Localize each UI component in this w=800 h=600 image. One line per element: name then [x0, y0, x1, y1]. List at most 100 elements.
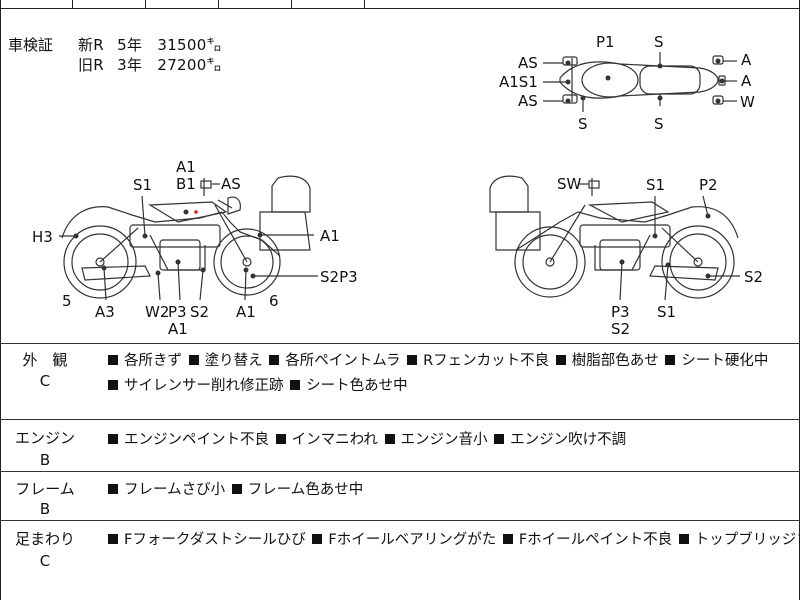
diagram-label: P3 — [168, 303, 187, 321]
defect-item: 樹脂部色あせ — [571, 353, 659, 369]
reg-amount: 31500㌔ — [157, 36, 222, 54]
diagram-label: P3 — [611, 303, 630, 321]
diagram-label: A1 — [176, 158, 196, 176]
top-table-row — [0, 0, 800, 9]
diagram-label: S1 — [657, 303, 677, 321]
section-name: フレーム — [15, 480, 75, 498]
bullet-square — [108, 534, 118, 544]
bullet-square — [555, 355, 566, 365]
diagram-label: 6 — [269, 292, 279, 310]
motorcycle-damage-diagram — [59, 52, 740, 301]
bullet-square — [108, 355, 118, 365]
bullet-square — [494, 434, 505, 444]
diagram-label: A — [741, 72, 752, 90]
defect-line: エンジンペイント不良 インマニわれ エンジン音小 エンジン吹け不調 — [106, 428, 626, 449]
bullet-square — [269, 355, 280, 365]
bullet-square — [231, 484, 242, 494]
diagram-label: S2P3 — [320, 268, 358, 286]
bullet-square — [678, 534, 689, 544]
bullet-square — [290, 380, 301, 390]
bullet-square — [312, 534, 323, 544]
diagram-label: A1 — [236, 303, 256, 321]
diagram-label: W — [740, 93, 755, 111]
section-name: 足まわり — [14, 530, 75, 548]
defect-item: エンジンペイント不良 — [124, 432, 269, 448]
right-side-motorcycle — [489, 175, 740, 301]
defect-item: Fホイールベアリングがた — [328, 532, 497, 548]
bullet-square — [407, 355, 418, 365]
reg-years: 3年 — [117, 56, 143, 74]
diagram-label: S1 — [646, 176, 666, 194]
registration-line-old: 旧R 3年 27200㌔ — [78, 54, 222, 75]
diagram-label: S2 — [744, 268, 764, 286]
diagram-label: H3 — [32, 228, 53, 246]
section-name: エンジン — [14, 429, 75, 447]
defect-item: シート色あせ中 — [306, 378, 408, 394]
diagram-label: W2 — [145, 303, 170, 321]
defect-item: シート硬化中 — [681, 353, 769, 369]
diagram-label: A3 — [95, 303, 115, 321]
diagram-label: A1S1 — [499, 73, 538, 91]
diagram-label: S — [654, 33, 664, 51]
defect-item: インマニわれ — [291, 432, 378, 448]
section-divider — [0, 520, 800, 521]
bullet-square — [502, 534, 513, 544]
diagram-label: B1 — [176, 175, 196, 193]
defect-item: サイレンサー削れ修正跡 — [124, 378, 284, 394]
defect-item: フレーム色あせ中 — [247, 482, 364, 498]
defect-item: Fフォークダストシールひび — [124, 532, 306, 548]
defect-item: エンジン音小 — [400, 432, 488, 448]
diagram-label: SW — [557, 175, 582, 193]
section-divider — [0, 471, 800, 472]
defect-item: 各所ペイントムラ — [285, 353, 401, 369]
defect-item: 塗り替え — [204, 353, 263, 369]
section-grade: B — [39, 500, 51, 518]
top-row-divider — [145, 0, 146, 8]
top-row-divider — [364, 0, 365, 8]
top-row-divider — [218, 0, 219, 8]
diagram-label: S2 — [190, 303, 210, 321]
diagram-label: S1 — [133, 176, 153, 194]
diagram-label: A1 — [168, 320, 188, 338]
defect-line: Fフォークダストシールひび Fホイールベアリングがた Fホイールペイント不良 ト… — [106, 528, 800, 549]
bullet-square — [188, 355, 199, 365]
bullet-square — [384, 434, 395, 444]
top-row-divider — [72, 0, 73, 8]
diagram-label: S2 — [611, 320, 631, 338]
left-side-motorcycle — [59, 175, 318, 301]
defect-line: サイレンサー削れ修正跡 シート色あせ中 — [106, 374, 408, 395]
diagram-label: P1 — [596, 33, 615, 51]
section-grade: B — [39, 451, 51, 469]
diagram-label: A — [741, 51, 752, 69]
diagram-label: 5 — [62, 292, 72, 310]
bullet-square — [275, 434, 286, 444]
section-divider — [0, 343, 800, 344]
registration-line-new: 新R 5年 31500㌔ — [78, 34, 222, 55]
reg-years: 5年 — [117, 36, 143, 54]
defect-item: 各所きず — [124, 353, 182, 369]
defect-line: 各所きず 塗り替え 各所ペイントムラ Rフェンカット不良 樹脂部色あせ シート硬… — [106, 349, 768, 370]
bullet-square — [108, 434, 118, 444]
defect-item: フレームさび小 — [124, 482, 226, 498]
top-row-divider — [291, 0, 292, 8]
defect-item: Fホイールペイント不良 — [518, 532, 673, 548]
diagram-label: AS — [221, 175, 241, 193]
bullet-square — [108, 380, 118, 390]
section-grade: C — [39, 552, 51, 570]
defect-item: Rフェンカット不良 — [423, 353, 550, 369]
diagram-label: S — [654, 115, 664, 133]
diagram-label: S — [578, 115, 588, 133]
defect-line: フレームさび小 フレーム色あせ中 — [106, 478, 363, 499]
bullet-square — [108, 484, 118, 494]
diagram-label: P2 — [699, 176, 718, 194]
diagram-label: AS — [518, 54, 538, 72]
defect-item: エンジン吹け不調 — [510, 432, 627, 448]
diagram-label: A1 — [320, 227, 340, 245]
section-grade: C — [39, 372, 51, 390]
top-view-motorcycle — [543, 52, 737, 112]
section-name: 外 観 — [22, 351, 68, 369]
section-divider — [0, 419, 800, 420]
bullet-square — [665, 355, 676, 365]
reg-type: 旧R — [78, 56, 105, 74]
registration-label: 車検証 — [8, 36, 54, 54]
